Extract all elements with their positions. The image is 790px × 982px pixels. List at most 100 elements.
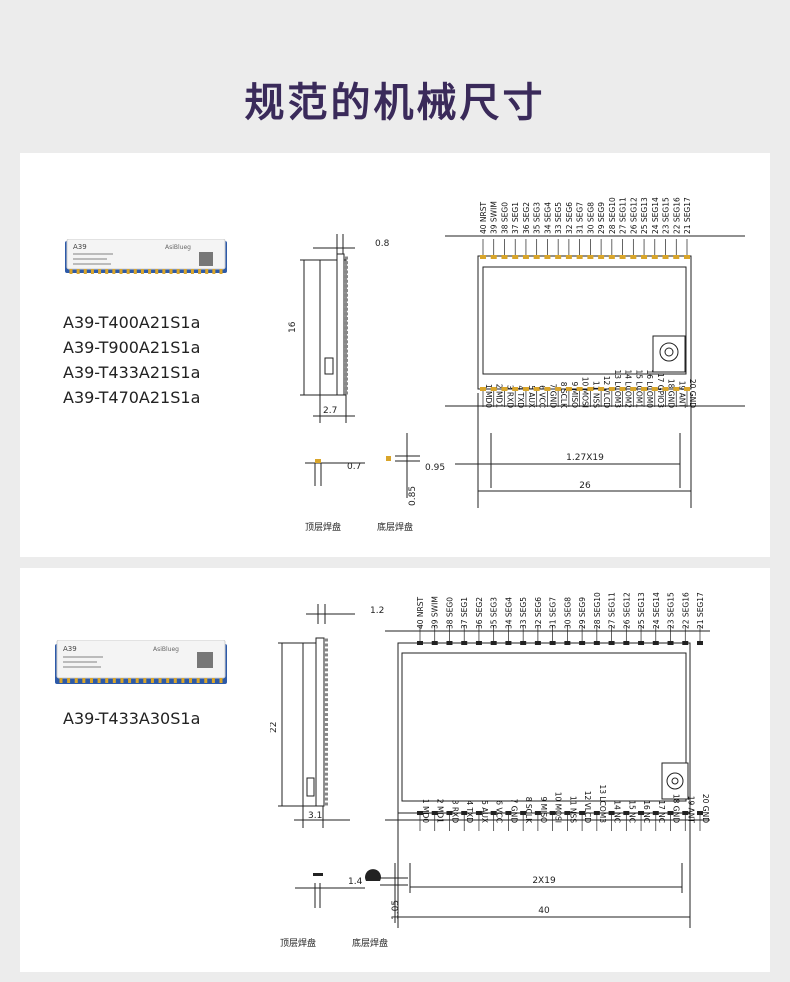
pad-bottom-dim: 0.85	[408, 486, 418, 506]
pin-pad-top	[564, 641, 571, 645]
pin-label-bottom: 20 GND	[688, 379, 697, 408]
pin-pad-top	[490, 255, 497, 259]
module-pad	[173, 678, 177, 683]
pin-label-bottom: 12 VLCD	[583, 791, 592, 823]
module-label: A39	[63, 645, 77, 653]
pin-pad-bottom	[565, 387, 572, 391]
model-list-1: A39-T400A21S1a A39-T900A21S1a A39-T433A2…	[63, 310, 200, 410]
pin-pad-top	[549, 641, 556, 645]
side-pin	[324, 718, 328, 722]
side-pin	[344, 317, 348, 321]
side-pin	[324, 653, 328, 657]
pin-pad-bottom	[522, 387, 529, 391]
pin-label-bottom: 1 MD0	[421, 799, 430, 823]
module-pad	[219, 269, 223, 274]
pin-label-top: 27 SEG11	[608, 592, 617, 629]
dim-height: 16	[288, 321, 298, 333]
pin-pad-top	[505, 641, 512, 645]
module-pad	[83, 269, 87, 274]
pin-pad-top	[684, 255, 690, 259]
pin-label-bottom: 16 LCOM0	[645, 370, 654, 409]
side-pin	[344, 307, 348, 311]
pin-pad-top	[431, 641, 438, 645]
pin-label-top: 38 SEG0	[500, 202, 509, 234]
side-pin	[344, 330, 348, 334]
model-name: A39-T433A30S1a	[63, 709, 201, 728]
pin-label-top: 39 SWIM	[490, 201, 499, 234]
module-brand: AsiBlueg	[153, 646, 179, 653]
side-pin	[324, 722, 328, 726]
pin-label-bottom: 18 GND	[672, 794, 681, 823]
side-pin	[344, 354, 348, 358]
pin-pad-bottom	[682, 811, 689, 815]
pin-label-top: 29 SEG9	[597, 202, 606, 234]
pin-pad-top	[630, 255, 637, 259]
module-pad	[204, 678, 208, 683]
side-pin	[324, 782, 328, 786]
pin-pad-bottom	[417, 811, 423, 815]
pin-label-top: 31 SEG7	[549, 597, 558, 629]
side-pin	[344, 340, 348, 344]
pin-pad-bottom	[697, 811, 703, 815]
module-pad	[166, 678, 170, 683]
side-pin	[344, 275, 348, 279]
side-pin	[324, 767, 328, 771]
pin-label-top: 22 SEG16	[672, 197, 681, 234]
side-pin	[324, 772, 328, 776]
module-pad	[169, 269, 173, 274]
pin-label-bottom: 3 RXD	[505, 385, 514, 409]
pin-pad-top	[651, 255, 658, 259]
pin-label-bottom: 7 GND	[509, 799, 518, 824]
side-pin	[344, 372, 348, 376]
bottom-pad-label: 底层焊盘	[377, 521, 413, 533]
pin-label-top: 30 SEG8	[586, 202, 595, 234]
width-label: 40	[538, 906, 550, 916]
module-pad	[90, 269, 94, 274]
pin-pad-bottom	[512, 387, 519, 391]
mechanical-card-2: A39 AsiBlueg A39-T433A30S1a	[20, 568, 770, 972]
pin-pad-top	[565, 255, 572, 259]
side-pin	[324, 787, 328, 791]
pin-label-top: 32 SEG6	[534, 597, 543, 629]
module-photo-1: A39 AsiBlueg	[65, 239, 227, 274]
pin-pad-bottom	[673, 387, 680, 391]
side-pin	[324, 658, 328, 662]
qr-code-icon	[199, 252, 213, 266]
pin-pad-top	[662, 255, 669, 259]
pin-label-bottom: 8 SCLK	[524, 797, 533, 824]
pin-pad-bottom	[598, 387, 605, 391]
module-pad	[82, 678, 86, 683]
pin-label-bottom: 10 MOSI	[581, 377, 590, 408]
model-list-2: A39-T433A30S1a	[63, 706, 200, 731]
pin-pad-bottom	[638, 811, 645, 815]
pin-label-bottom: 11 NSS	[591, 381, 600, 408]
pin-pad-top	[598, 255, 605, 259]
pin-pad-bottom	[501, 387, 508, 391]
pin-pad-bottom	[667, 811, 674, 815]
side-pin	[344, 312, 348, 316]
side-pin	[324, 737, 328, 741]
pin-pad-top	[446, 641, 453, 645]
side-pin	[324, 688, 328, 692]
pin-label-top: 36 SEG2	[475, 597, 484, 629]
side-pin	[344, 344, 348, 348]
pin-pad-bottom	[555, 387, 562, 391]
pin-label-bottom: 5 AUX	[480, 800, 489, 823]
pin-pad-top	[533, 255, 540, 259]
pin-label-top: 36 SEG2	[522, 202, 531, 234]
module-pad	[196, 678, 200, 683]
side-pins	[324, 638, 328, 806]
pin-label-bottom: 18 GND	[667, 379, 676, 408]
pin-pad-top	[608, 641, 615, 645]
pin-label-bottom: 8 SCLK	[559, 382, 568, 409]
module-pad	[176, 269, 180, 274]
side-pin	[324, 747, 328, 751]
dim-bottom: 3.1	[308, 811, 322, 821]
mechanical-card-1: A39 AsiBlueg A39-T400A21S1a A39-T900A21S…	[20, 153, 770, 557]
pin-pad-top	[587, 255, 594, 259]
pin-pad-bottom	[544, 387, 551, 391]
pin-label-bottom: 4 TXD	[516, 385, 525, 408]
pin-label-bottom: 14 LCOM2	[624, 370, 633, 409]
